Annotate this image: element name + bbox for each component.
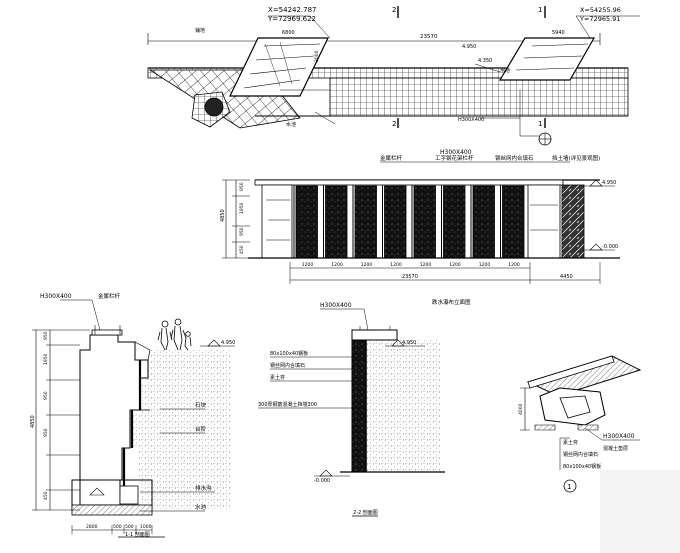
sa-dim-5: 450	[43, 491, 49, 500]
elevation-bay-dim: 1200	[390, 262, 402, 268]
section-mark-2-bottom: 2	[392, 120, 396, 128]
dim-side: 3000	[314, 50, 320, 62]
elev-dim-4: 450	[239, 245, 245, 254]
detail-note-4: 混凝土垫层	[603, 445, 628, 452]
elev-top: 4.950	[462, 44, 476, 50]
coord-right-x: X=54255.96	[580, 6, 621, 14]
sa-note-grate: H300X400	[40, 293, 72, 300]
sa-dim-h4: 1000	[140, 524, 152, 530]
sa-label-wall: 石块	[195, 401, 207, 409]
sb-note-2: 钢丝网内合填石	[270, 362, 305, 369]
sb-note-4: 300厚钢筋混凝土挡墙300	[258, 401, 317, 408]
elev-mid: 4.350	[478, 58, 492, 64]
section-mark-2-top: 2	[392, 6, 396, 14]
section-2-2	[258, 308, 445, 517]
elev-dim-2: 1950	[239, 202, 245, 214]
elev-note-grate: H300X400	[440, 149, 472, 156]
dim-overall: 23570	[420, 34, 438, 40]
elev-dim-1: 950	[239, 182, 245, 191]
elevation-bay-dim: 1200	[331, 262, 343, 268]
sa-label-pool: 水池	[195, 503, 207, 511]
dim-right-top: 5940	[552, 30, 565, 36]
elevation-bay-dim: 1200	[361, 262, 373, 268]
elev-note-mesh: 钢丝网内合填石	[495, 154, 534, 162]
sa-caption: 1-1 剖面图	[125, 531, 150, 538]
label-paving: 铺地	[195, 27, 205, 34]
sa-label-drain: 排水沟	[195, 484, 212, 492]
sb-note-1: 80x100x40钢板	[270, 350, 308, 357]
label-water-right: 水池	[500, 67, 510, 74]
plan-view	[147, 6, 640, 146]
elevation-bay-panel	[325, 185, 348, 259]
sa-label-step: 台阶	[195, 425, 207, 433]
sa-dim-h3: 500	[125, 524, 134, 530]
sa-dim-h2: 500	[113, 524, 122, 530]
elev-right-span: 4450	[560, 274, 573, 280]
detail-note-2: 钢丝网内合填石	[563, 451, 598, 458]
elevation-bay-dim: 1200	[479, 262, 491, 268]
sa-dim-total: 4850	[30, 415, 36, 428]
elevation-bay-panel	[502, 185, 525, 259]
sa-dim-1: 950	[43, 331, 49, 340]
sa-dim-h1: 2800	[86, 524, 98, 530]
section-1-1	[32, 299, 235, 538]
detail-dim: 4000	[518, 403, 524, 415]
elevation-bay-dim: 1200	[449, 262, 461, 268]
elev-note-metal: 金属栏杆	[380, 154, 403, 162]
elevation-bay-panel	[384, 185, 407, 259]
elevation-view	[222, 161, 620, 284]
sb-note-3: 素土夯	[270, 374, 285, 381]
elev-caption: 跌水瀑布立面图	[432, 298, 471, 306]
elev-note-rock: 工字钢花架栏杆	[435, 154, 474, 162]
elevation-bay-panel	[413, 185, 436, 259]
sb-elev-top: 4.950	[402, 340, 416, 346]
elev-dim-total: 4850	[220, 209, 226, 222]
sb-note-grate: H300X400	[320, 302, 352, 309]
text-layer: X=54242.787 Y=72969.622 X=54255.96 Y=729…	[30, 6, 635, 538]
label-grate: H300X400	[458, 117, 484, 123]
detail-note-3: 80x100x40钢板	[563, 463, 601, 470]
elev-dim-3: 950	[239, 227, 245, 236]
section-mark-1-bottom: 1	[538, 120, 542, 128]
sa-elev-top: 4.950	[221, 340, 235, 346]
elevation-bay-panel	[354, 185, 377, 259]
elevation-bay-panel	[295, 185, 318, 259]
sa-dim-4: 950	[43, 428, 49, 437]
elevation-bay-panel	[472, 185, 495, 259]
sb-caption: 2-2 剖面图	[353, 509, 378, 516]
elevation-bay-dim: 1200	[508, 262, 520, 268]
detail-view	[520, 355, 680, 553]
section-mark-1-top: 1	[538, 6, 542, 14]
detail-note-grate: H300X400	[603, 433, 635, 440]
coord-right-y: Y=72965.91	[579, 15, 620, 23]
elev-level-bottom: -0.000	[602, 244, 618, 250]
sa-dim-3: 950	[43, 391, 49, 400]
coord-left-x: X=54242.787	[268, 6, 317, 14]
elev-total-span: 23570	[402, 274, 418, 280]
elevation-bay-dim: 1200	[420, 262, 432, 268]
detail-mark: 1	[567, 483, 571, 491]
elev-level-top: 4.950	[602, 180, 616, 186]
elevation-bay-panel	[443, 185, 466, 259]
sb-elev-bottom: -0.000	[314, 478, 330, 484]
elevation-bay-dim: 1200	[302, 262, 314, 268]
elev-note-stone: 挡土墙(详见景观图)	[552, 154, 600, 162]
sa-note-rail: 金属栏杆	[98, 292, 121, 300]
coord-left-y: Y=72969.622	[267, 15, 316, 23]
people-figures	[157, 318, 192, 351]
sa-dim-2: 1950	[43, 353, 49, 365]
dim-left-top: 6800	[282, 30, 295, 36]
detail-note-1: 素土夯	[563, 439, 578, 446]
label-water-left: 水池	[286, 121, 296, 128]
